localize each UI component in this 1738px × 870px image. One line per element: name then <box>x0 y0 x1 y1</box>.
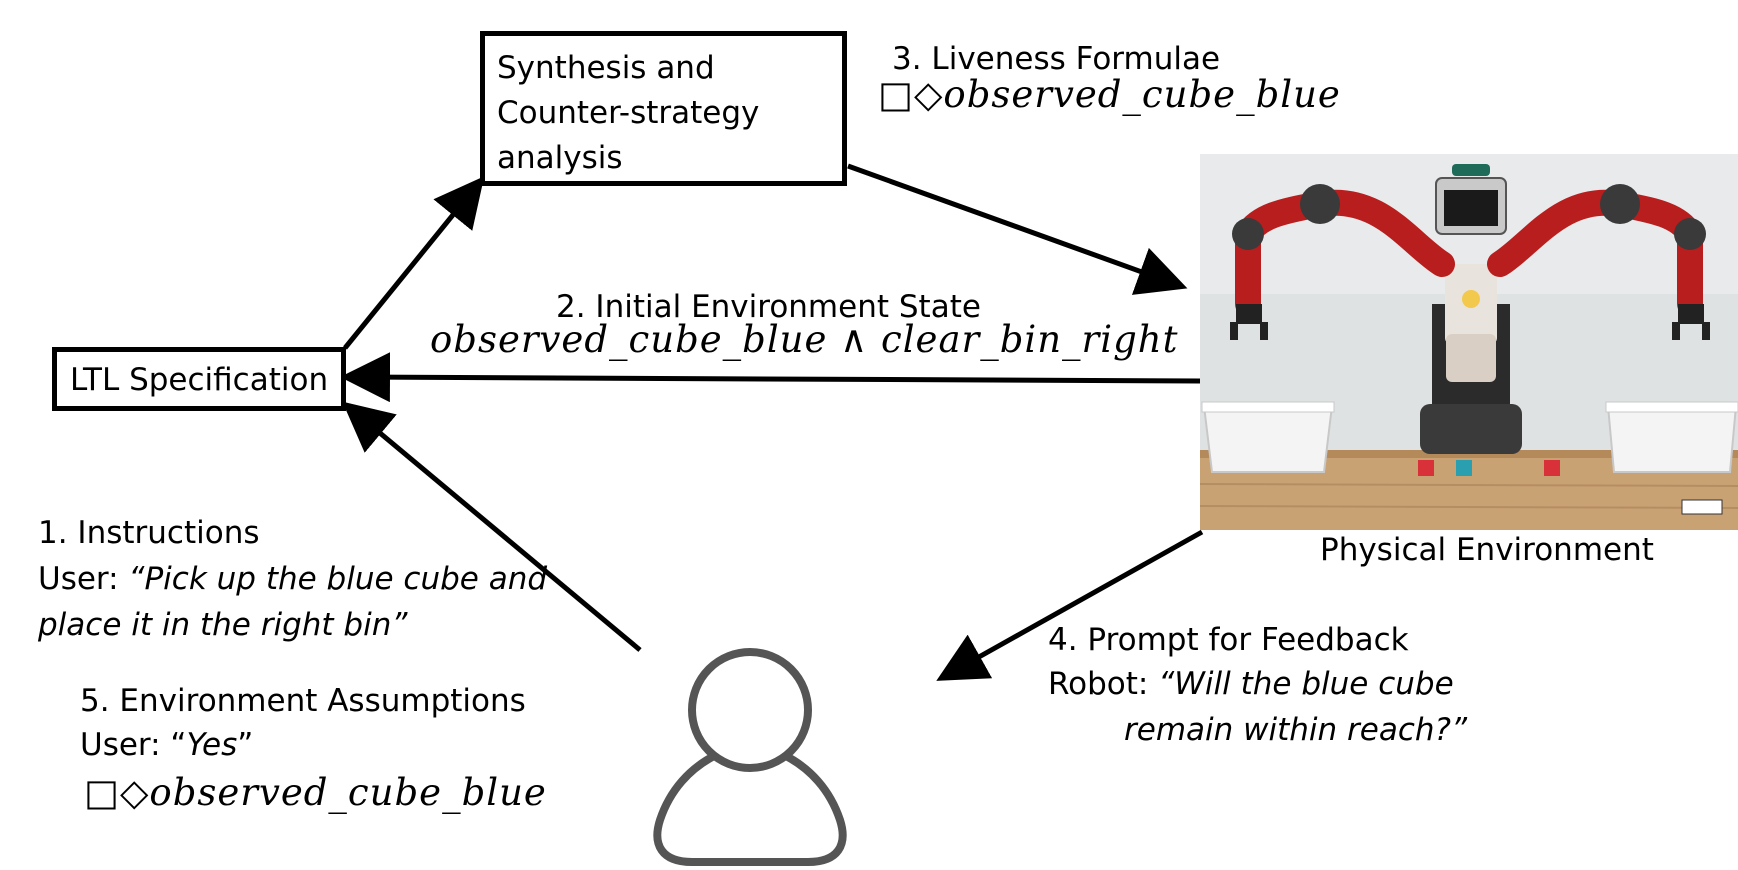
synthesis-box: Synthesis and Counter-strategy analysis <box>480 31 847 186</box>
synthesis-line-3: analysis <box>497 140 623 176</box>
synthesis-line-1: Synthesis and <box>497 50 715 86</box>
ltl-specification-label: LTL Specification <box>70 362 329 398</box>
robot-photo <box>1200 154 1738 530</box>
step2-title: 2. Initial Environment State <box>556 289 981 325</box>
synthesis-line-2: Counter-strategy <box>497 95 760 131</box>
step5-title: 5. Environment Assumptions <box>80 683 526 719</box>
step4-robot-prefix: Robot: <box>1048 666 1159 702</box>
step4-quote-line1: Robot: “Will the blue cube <box>1048 661 1454 707</box>
step5-user-line: User: “Yes” <box>80 722 253 768</box>
user-silhouette-icon <box>653 648 847 866</box>
step1-title: 1. Instructions <box>38 515 260 551</box>
step5-user-prefix: User: “ <box>80 727 187 763</box>
step1-user-prefix: User: <box>38 561 129 597</box>
step5-answer: Yes <box>186 727 238 763</box>
step5-formula: □◇observed_cube_blue <box>84 771 547 814</box>
step1-quote-1: “Pick up the blue cube and <box>128 561 548 597</box>
step1-quote-line1: User: “Pick up the blue cube and <box>38 556 547 602</box>
ltl-specification-box: LTL Specification <box>52 347 346 411</box>
step3-title: 3. Liveness Formulae <box>892 41 1221 77</box>
arrow-synthesis-to-robot <box>847 163 1188 295</box>
step4-quote-1: “Will the blue cube <box>1158 666 1454 702</box>
step3-formula: □◇observed_cube_blue <box>878 73 1341 116</box>
arrow-ltl-to-synthesis <box>343 176 485 350</box>
step5-answer-close: ” <box>237 727 254 763</box>
arrow-user-to-ltl <box>342 401 642 652</box>
step1-quote-line2: place it in the right bin” <box>38 607 408 643</box>
arrow-robot-to-ltl <box>340 352 1201 403</box>
arrow-robot-to-user <box>936 529 1204 681</box>
step4-quote-line2: remain within reach?” <box>1124 712 1468 748</box>
physical-environment-caption: Physical Environment <box>1320 532 1654 568</box>
step4-title: 4. Prompt for Feedback <box>1048 622 1409 658</box>
step2-formula: observed_cube_blue ∧ clear_bin_right <box>430 318 1179 361</box>
